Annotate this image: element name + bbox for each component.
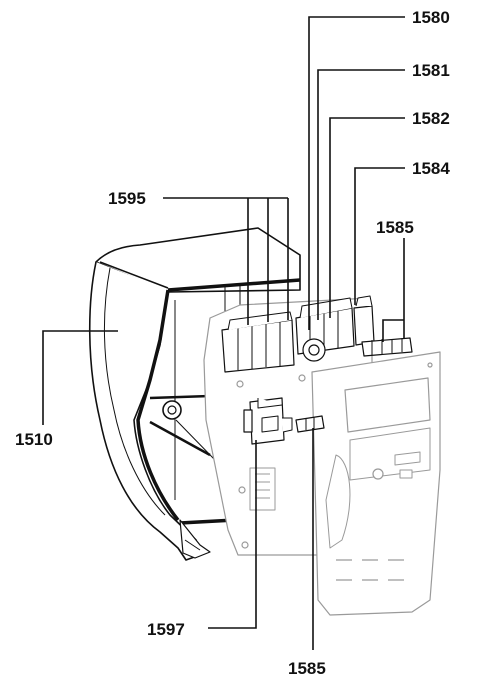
leader-1581 (317, 69, 405, 320)
leader-1597 (208, 440, 257, 629)
callout-1580: 1580 (412, 8, 450, 27)
callout-1581: 1581 (412, 61, 450, 80)
leader-1585-top (382, 238, 405, 342)
callout-1582: 1582 (412, 109, 450, 128)
leader-1510 (42, 330, 118, 425)
callout-1585-bottom: 1585 (288, 659, 326, 678)
leader-1582 (329, 117, 405, 318)
leader-lines (42, 16, 405, 650)
callout-labels: 1580 1581 1582 1584 1585 1595 1510 1597 … (15, 8, 450, 678)
front-door-panel (311, 351, 441, 616)
callout-1597: 1597 (147, 620, 185, 639)
leader-1584 (354, 167, 405, 305)
callout-1584: 1584 (412, 159, 450, 178)
callout-1510: 1510 (15, 430, 53, 449)
callout-1595: 1595 (108, 189, 146, 208)
leader-1580 (308, 16, 405, 330)
leader-1595 (163, 197, 289, 325)
din-rail-components (221, 295, 413, 445)
callout-1585-top: 1585 (376, 218, 414, 237)
enclosure-housing (88, 227, 301, 561)
